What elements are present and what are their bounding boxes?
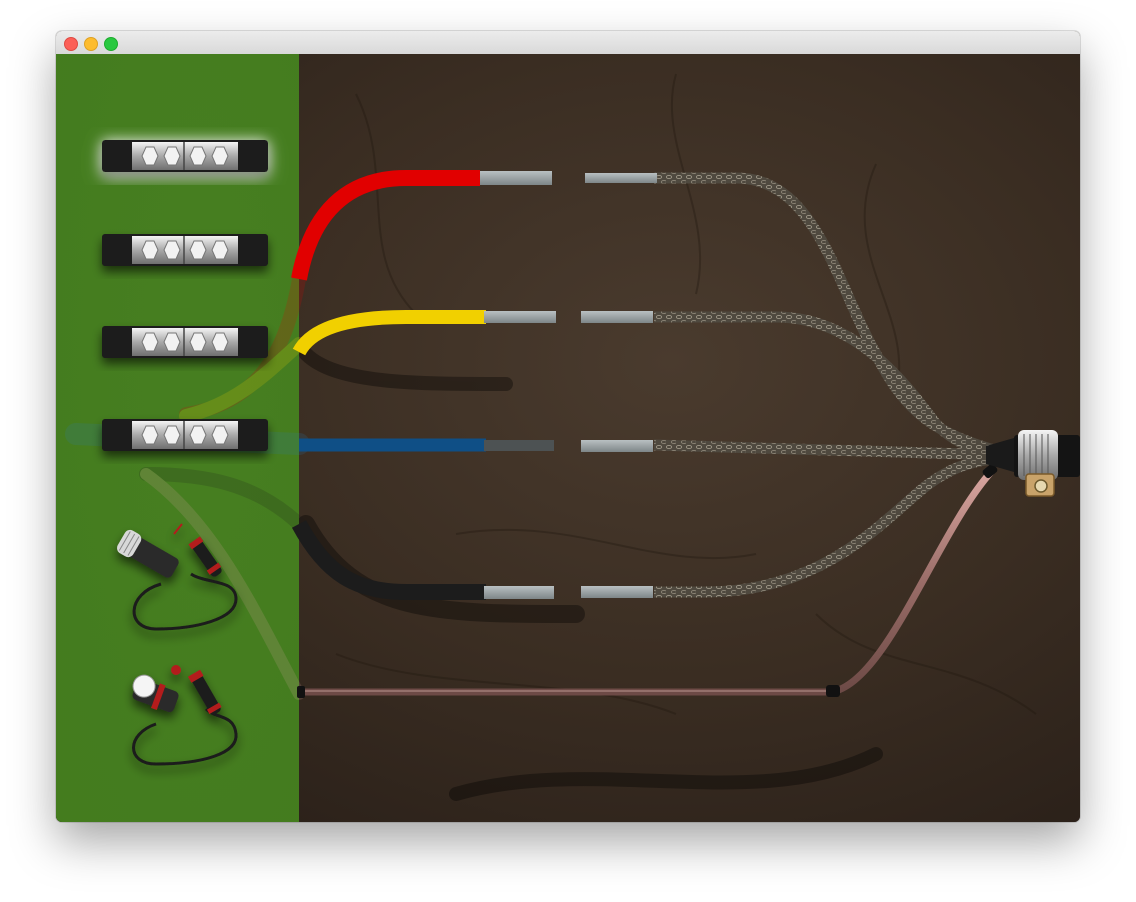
game-scene <box>56 54 1080 822</box>
yellow-wire-stripped-end <box>484 311 556 323</box>
copper-ground-wire <box>297 463 998 698</box>
stripped-end-1 <box>585 173 657 183</box>
main-cable-end <box>986 430 1080 497</box>
stripped-end-3 <box>581 440 653 452</box>
connector-blocks <box>102 140 268 451</box>
split-bolt-connector-icon <box>141 240 229 260</box>
split-bolt-connector-icon <box>141 425 229 445</box>
yellow-wire <box>292 310 486 356</box>
stripped-end-4 <box>581 586 653 598</box>
stripped-end-2 <box>581 311 653 323</box>
stripped-ends-right <box>581 173 657 598</box>
braid-2 <box>654 311 1002 460</box>
connector-block-2[interactable] <box>102 234 268 266</box>
stripped-ends-left <box>480 171 556 599</box>
connector-block-3[interactable] <box>102 326 268 358</box>
game-area <box>56 54 1080 822</box>
app-window <box>56 31 1080 822</box>
cable-gland-tool-icon[interactable] <box>115 523 238 631</box>
maximize-window-button[interactable] <box>104 37 118 51</box>
title-bar <box>56 31 1080 55</box>
ground-clamp-tool-icon[interactable] <box>128 665 238 766</box>
split-bolt-connector-icon <box>141 332 229 352</box>
black-wire-stripped-end <box>484 586 554 599</box>
connector-block-1[interactable] <box>102 140 268 172</box>
red-wire <box>291 170 480 281</box>
braid-4 <box>654 452 1002 598</box>
minimize-window-button[interactable] <box>84 37 98 51</box>
braided-shields <box>653 172 1003 598</box>
connector-block-4[interactable] <box>102 419 268 451</box>
insulated-wires <box>291 170 486 600</box>
blue-wire-stripped-end <box>484 440 554 451</box>
close-window-button[interactable] <box>64 37 78 51</box>
split-bolt-connector-icon <box>141 146 229 166</box>
black-wire <box>291 520 486 600</box>
red-wire-stripped-end <box>480 171 552 185</box>
braid-3 <box>653 439 1002 461</box>
